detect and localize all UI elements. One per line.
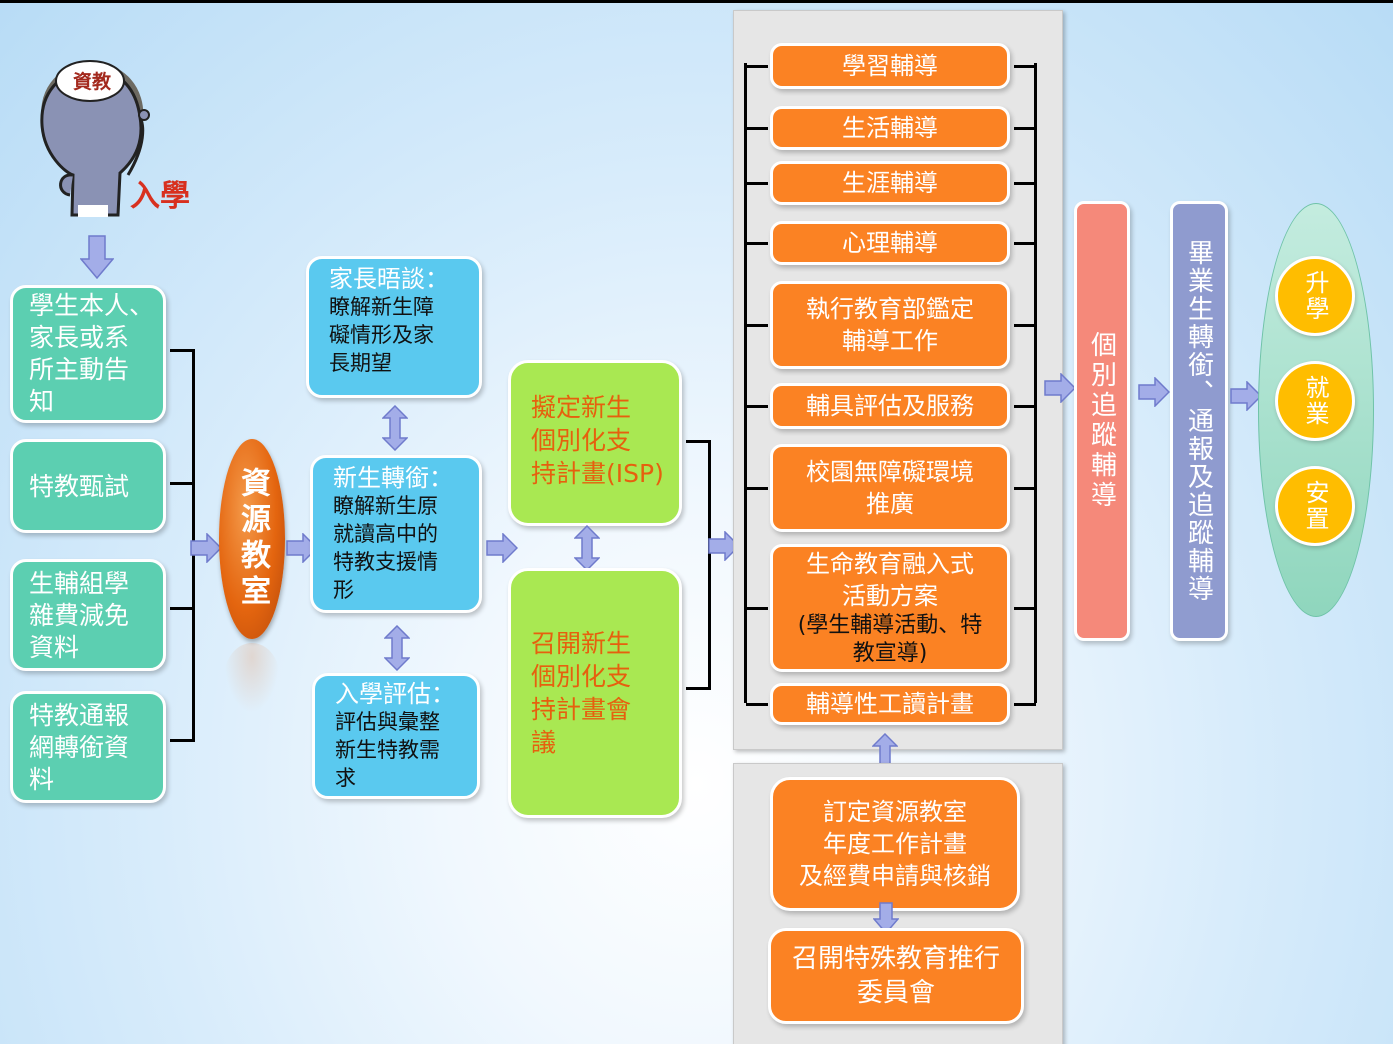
down-arrow-icon xyxy=(80,235,114,279)
source-bracket-tick xyxy=(170,607,195,610)
right-arrow-icon xyxy=(708,531,740,561)
bidirectional-arrow-icon xyxy=(384,625,410,671)
admission-assessment-box: 入學評估： 評估與彙整 新生特教需 求 xyxy=(312,673,480,799)
parent-interview-box: 家長晤談： 瞭解新生障 礙情形及家 長期望 xyxy=(306,256,482,398)
services-bracket-tick xyxy=(746,703,768,706)
right-arrow-icon xyxy=(1138,377,1170,407)
isp-bracket-tick xyxy=(686,440,711,443)
graduate-transition-label: 畢業生轉銜、通報及追蹤輔導 xyxy=(1183,239,1214,603)
source-box-notification-network: 特教通報 網轉銜資 料 xyxy=(10,691,166,803)
service-box-moe-assessment: 執行教育部鑑定輔導工作 xyxy=(770,281,1010,369)
services-bracket-tick xyxy=(746,242,768,245)
bidirectional-arrow-icon xyxy=(574,525,600,571)
service-box-learning: 學習輔導 xyxy=(770,43,1010,89)
down-arrow-icon xyxy=(873,902,899,934)
outcome-employment: 就業 xyxy=(1275,361,1355,441)
service-box-barrier-free: 校園無障礙環境推廣 xyxy=(770,444,1010,532)
services-bracket-tick xyxy=(746,127,768,130)
services-bracket-tick xyxy=(746,487,768,490)
services-bracket-tick xyxy=(1014,487,1036,490)
resource-room-reflection xyxy=(224,643,280,713)
right-arrow-icon xyxy=(1044,373,1076,403)
services-bracket-tick xyxy=(1014,242,1036,245)
individual-followup-label: 個別追蹤輔導 xyxy=(1086,331,1117,511)
isp-bracket-line xyxy=(708,440,711,690)
services-bracket-tick xyxy=(746,607,768,610)
source-bracket-tick xyxy=(170,739,195,742)
source-box-fee-waiver: 生輔組學 雜費減免 資料 xyxy=(10,559,166,671)
source-bracket-tick xyxy=(170,349,195,352)
right-arrow-icon xyxy=(190,533,222,563)
outcome-further-study: 升學 xyxy=(1275,256,1355,336)
committee-meeting-box: 召開特殊教育推行 委員會 xyxy=(768,928,1024,1024)
source-bracket-tick xyxy=(170,482,195,485)
graduate-transition-box: 畢業生轉銜、通報及追蹤輔導 xyxy=(1170,201,1228,641)
service-box-life-education: 生命教育融入式活動方案(學生輔導活動、特教宣導) xyxy=(770,544,1010,672)
services-bracket-tick xyxy=(1014,65,1036,68)
service-box-career: 生涯輔導 xyxy=(770,161,1010,205)
services-bracket-tick xyxy=(1014,127,1036,130)
mascot-icon xyxy=(40,60,150,217)
service-box-assistive-tech: 輔具評估及服務 xyxy=(770,383,1010,429)
new-student-transition-box: 新生轉銜： 瞭解新生原 就讀高中的 特教支援情 形 xyxy=(310,455,482,613)
resource-room-label: 資源教室 xyxy=(235,467,270,611)
flowchart-canvas: 資教 入學 學生本人、 家長或系 所主動告 知 特教甄試 生輔組學 雜費減免 資… xyxy=(0,3,1393,1044)
isp-draft-box: 擬定新生 個別化支 持計畫(ISP) xyxy=(508,360,682,526)
services-bracket-tick xyxy=(1014,182,1036,185)
bidirectional-arrow-icon xyxy=(382,405,408,451)
isp-bracket-tick xyxy=(686,687,711,690)
service-box-psychological: 心理輔導 xyxy=(770,221,1010,265)
right-arrow-icon xyxy=(486,533,518,563)
services-bracket-tick xyxy=(746,324,768,327)
outcome-placement: 安置 xyxy=(1275,466,1355,546)
annual-plan-box: 訂定資源教室 年度工作計畫 及經費申請與核銷 xyxy=(770,777,1020,911)
services-bracket-tick xyxy=(1014,324,1036,327)
services-left-bracket xyxy=(744,63,747,703)
individual-followup-box: 個別追蹤輔導 xyxy=(1074,201,1130,641)
mascot-head-label: 資教 xyxy=(72,71,111,93)
right-arrow-icon xyxy=(1230,381,1262,411)
services-bracket-tick xyxy=(1014,607,1036,610)
services-bracket-tick xyxy=(746,65,768,68)
service-box-work-study: 輔導性工讀計畫 xyxy=(770,683,1010,725)
source-box-special-exam: 特教甄試 xyxy=(10,439,166,533)
services-right-bracket xyxy=(1034,63,1037,703)
services-bracket-tick xyxy=(1014,703,1036,706)
services-bracket-tick xyxy=(746,405,768,408)
services-bracket-tick xyxy=(746,182,768,185)
service-box-daily-life: 生活輔導 xyxy=(770,106,1010,150)
entry-caption: 入學 xyxy=(130,179,190,214)
isp-meeting-box: 召開新生 個別化支 持計畫會 議 xyxy=(508,568,682,818)
resource-room-oval: 資源教室 xyxy=(219,439,285,639)
services-bracket-tick xyxy=(1014,405,1036,408)
source-box-self-report: 學生本人、 家長或系 所主動告 知 xyxy=(10,285,166,423)
mascot-figure: 資教 xyxy=(28,55,158,230)
